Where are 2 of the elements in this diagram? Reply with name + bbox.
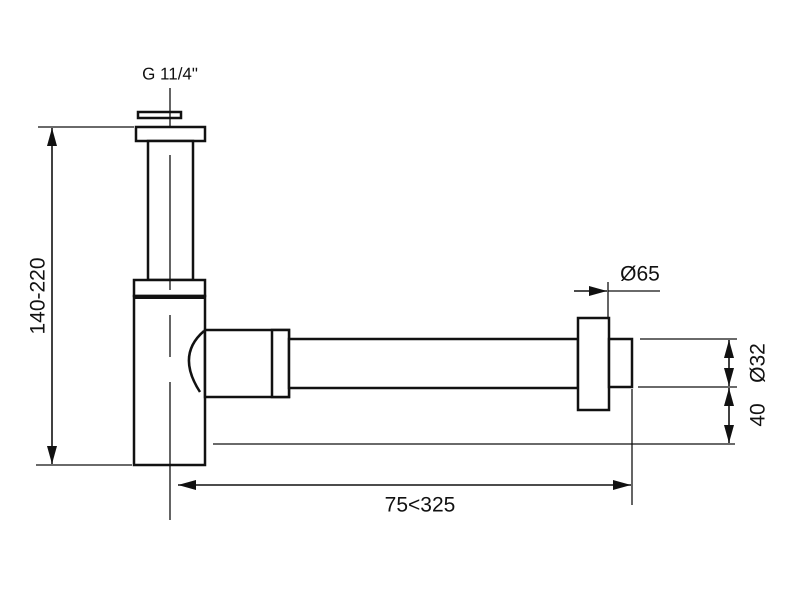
dimension-label: G 11/4" (141, 66, 199, 82)
dimension-label: Ø32 (748, 342, 768, 384)
